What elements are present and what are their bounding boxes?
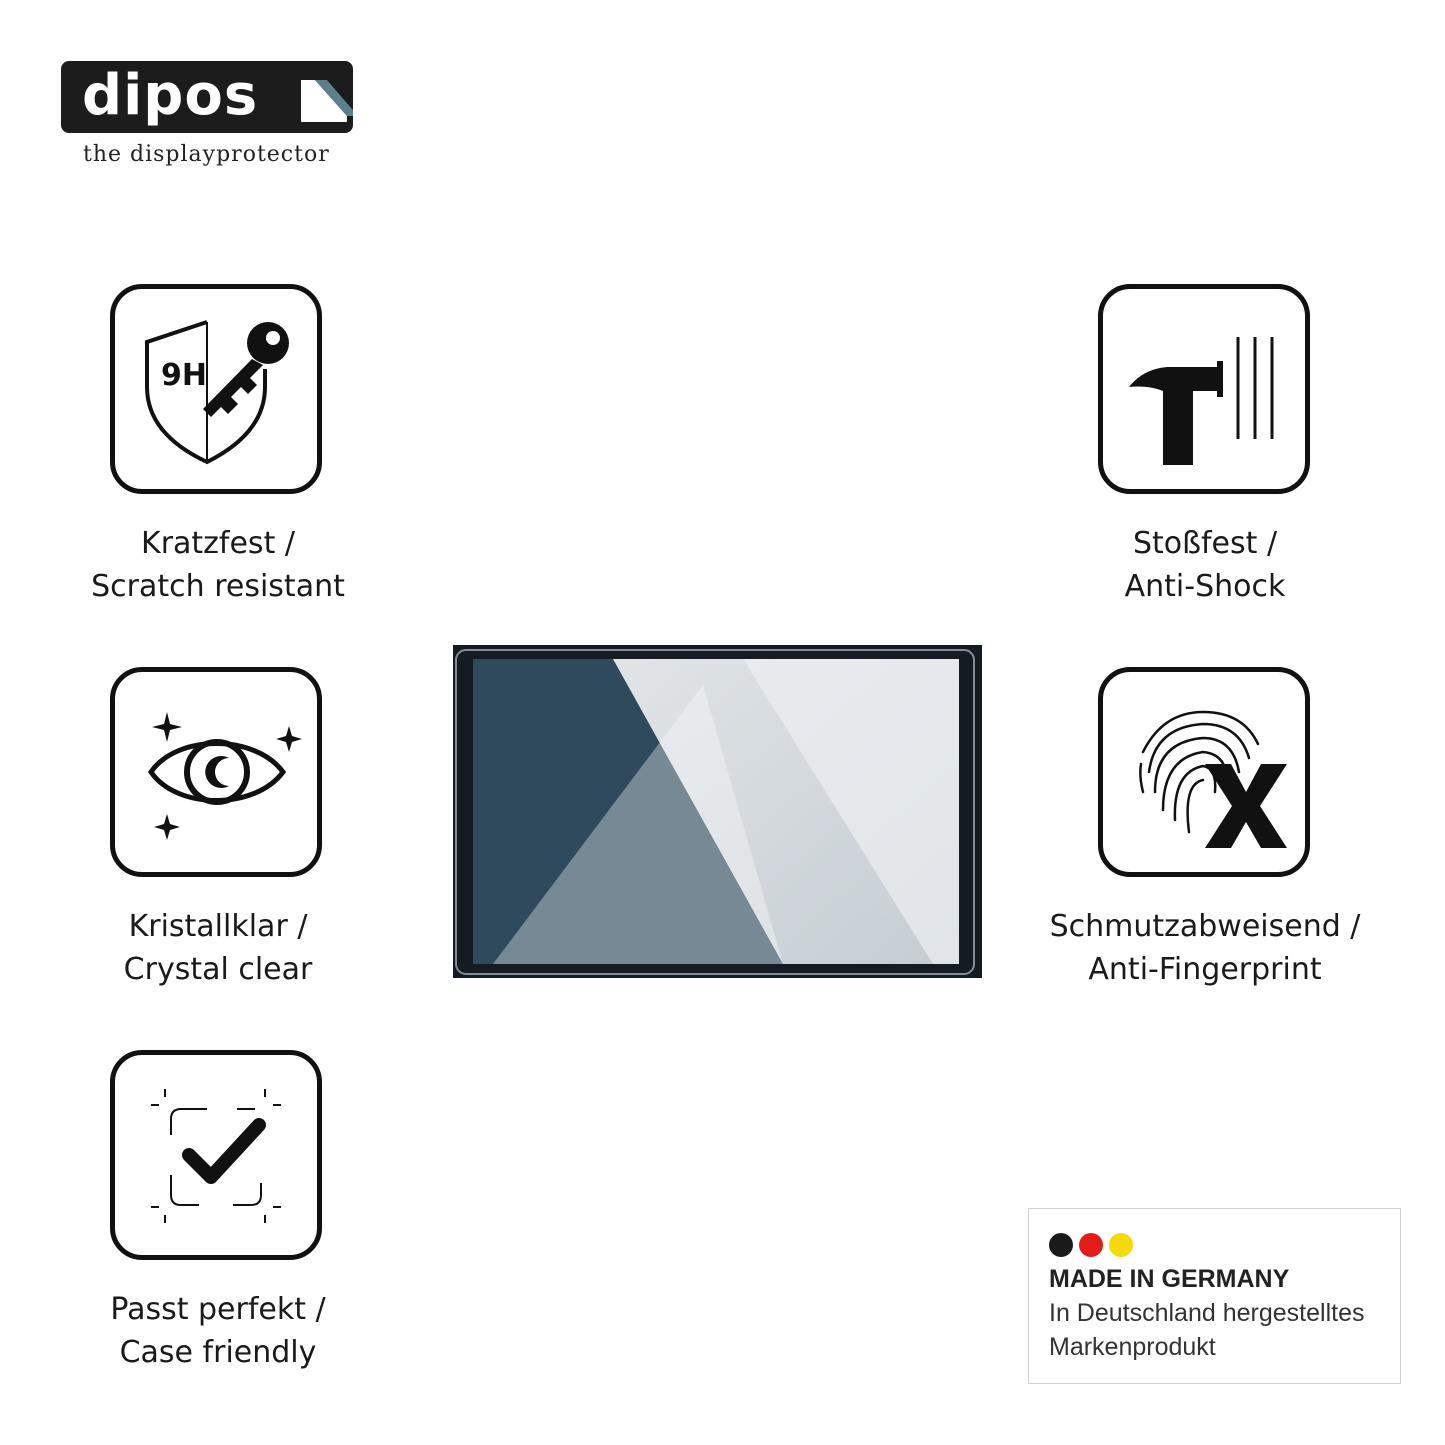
brand-name: dipos	[82, 63, 259, 128]
feature-label-clear: Kristallklar / Crystal clear	[123, 909, 313, 987]
fingerprint-x-icon	[1098, 667, 1310, 877]
svg-text:9H: 9H	[161, 358, 207, 393]
sparkle-eye-icon	[110, 667, 322, 877]
feature-label-shock: Stoßfest / Anti-Shock	[1124, 526, 1286, 604]
made-in-germany-badge: MADE IN GERMANY In Deutschland hergestel…	[1028, 1208, 1401, 1384]
frame-checkmark-icon	[110, 1050, 322, 1260]
flag-dot-gold	[1109, 1233, 1133, 1257]
brand-tagline: the displayprotector	[83, 142, 330, 167]
badge-line-1: In Deutschland hergestelltes	[1049, 1299, 1365, 1327]
flag-dot-black	[1049, 1233, 1073, 1257]
hammer-icon	[1098, 284, 1310, 494]
feature-label-fit: Passt perfekt / Case friendly	[110, 1292, 326, 1370]
feature-label-scratch: Kratzfest / Scratch resistant	[91, 526, 345, 604]
badge-title: MADE IN GERMANY	[1049, 1265, 1290, 1293]
peel-corner-icon	[301, 80, 353, 122]
feature-label-fingerprint: Schmutzabweisend / Anti-Fingerprint	[1049, 909, 1361, 987]
tablet-product-image	[453, 645, 982, 978]
shield-9h-key-icon: 9H	[110, 284, 322, 494]
badge-line-2: Markenprodukt	[1049, 1333, 1216, 1361]
flag-dot-red	[1079, 1233, 1103, 1257]
